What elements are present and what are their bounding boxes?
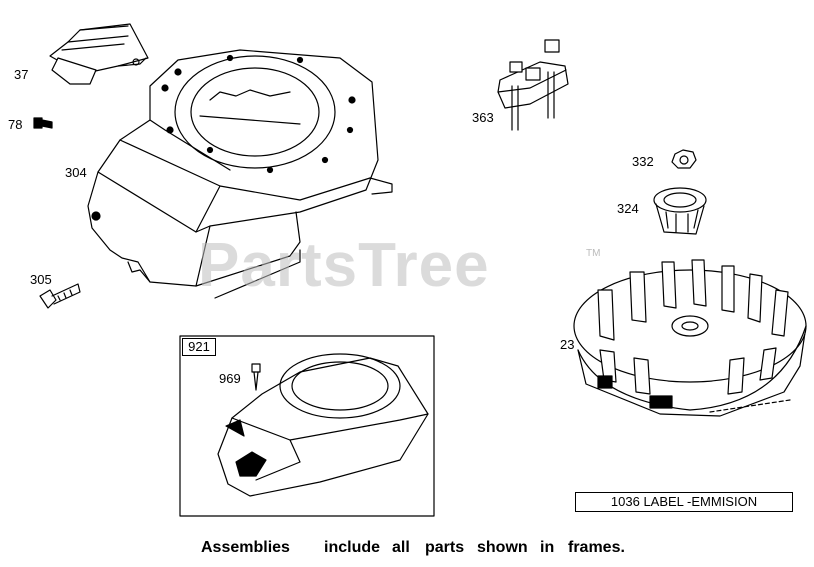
callout-23: 23 [560,337,575,352]
watermark-trademark: TM [586,248,601,259]
callout-304: 304 [65,165,87,180]
part-332-nut [671,149,697,169]
part-969-screw [251,363,261,391]
assembly-frame-921 [179,335,435,517]
callout-324: 324 [617,201,639,216]
part-305-bolt [39,283,81,309]
part-37-air-guide [49,23,149,85]
blower-cover [217,353,429,497]
part-363-bracket [497,39,569,131]
footer-word-all: all [392,539,410,556]
callout-305: 305 [30,272,52,287]
part-324-hub [653,187,707,235]
callout-78: 78 [8,117,23,132]
footer-word-parts: parts [425,539,465,556]
part-304-blower-housing [87,49,393,299]
callout-969: 969 [219,371,241,386]
footer-word-include: include [324,539,381,556]
callout-332: 332 [632,154,654,169]
callout-363: 363 [472,110,494,125]
callout-37: 37 [14,67,29,82]
label-1036-box: 1036 LABEL -EMMISION [575,492,793,512]
footer-word-assemblies: Assemblies [201,539,290,556]
watermark-logo: PartsTree [198,231,490,300]
part-78-screw [33,117,53,129]
footer-word-frames: frames. [568,539,625,556]
footer-word-in: in [540,539,555,556]
footer-word-shown: shown [477,539,528,556]
assembly-frame-number: 921 [182,338,216,356]
part-23-flywheel [573,259,807,417]
